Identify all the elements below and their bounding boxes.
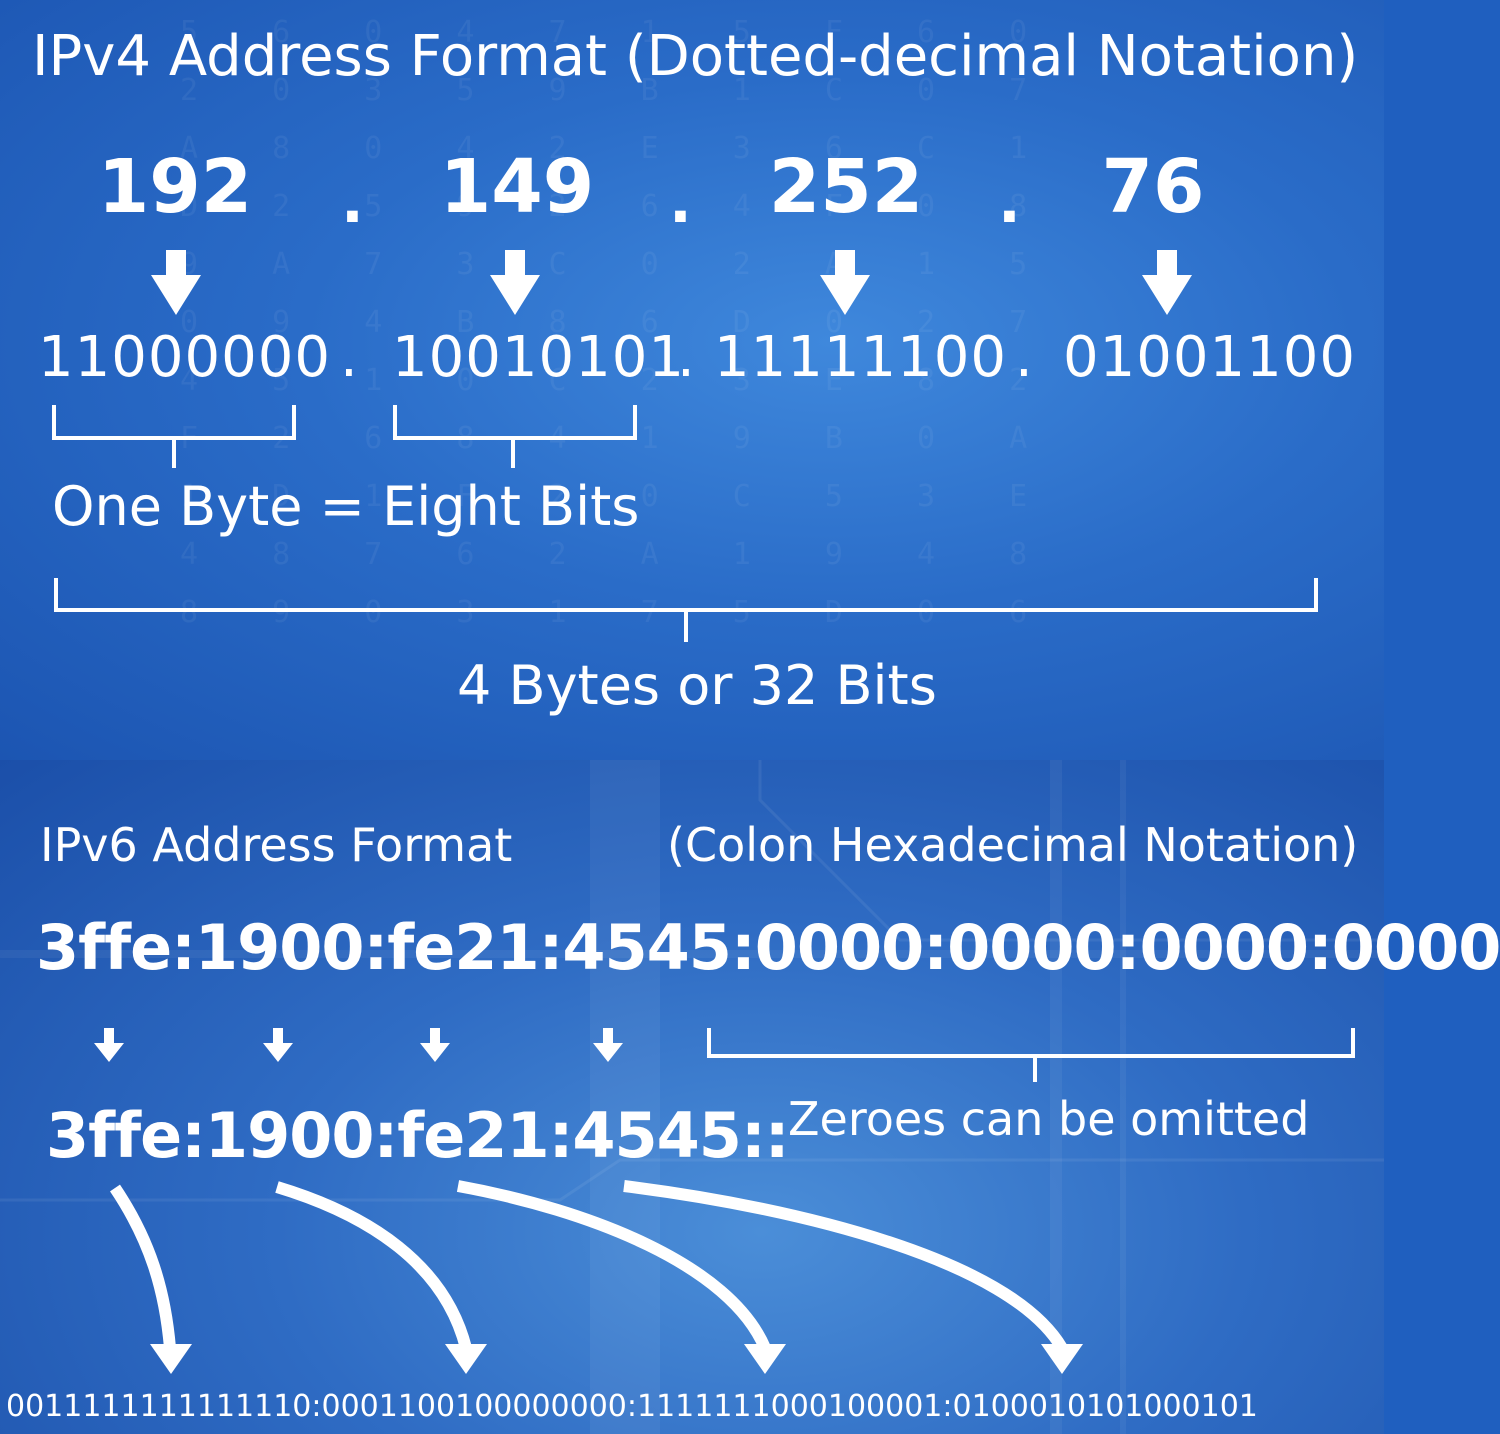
octet-4: 76 bbox=[1101, 144, 1205, 230]
octet-3: 252 bbox=[768, 144, 924, 230]
ipv6-full-address: 3ffe:1900:fe21:4545:0000:0000:0000:0000 bbox=[36, 911, 1500, 984]
ipv6-panel: IPv6 Address Format (Colon Hexadecimal N… bbox=[0, 760, 1500, 1434]
small-down-arrow-icon bbox=[94, 1028, 124, 1062]
down-arrow-icon bbox=[490, 250, 540, 315]
ipv4-title: IPv4 Address Format (Dotted-decimal Nota… bbox=[32, 24, 1359, 89]
octet-dot-3: . bbox=[998, 167, 1021, 237]
ipv6-arrows-brackets bbox=[94, 1028, 1355, 1374]
ipv4-arrows-brackets bbox=[52, 250, 1318, 642]
byte-bracket-2 bbox=[393, 405, 637, 468]
circuit-decoration bbox=[0, 760, 1384, 1434]
small-down-arrow-icon bbox=[263, 1028, 293, 1062]
total-bracket bbox=[54, 578, 1318, 642]
down-arrow-icon bbox=[820, 250, 870, 315]
ipv4-panel: 5 6 0 4 7 1 5 F 6 0 2 0 3 5 9 B 1 C 0 7 … bbox=[0, 0, 1384, 760]
byte-bracket-1 bbox=[52, 405, 296, 468]
octet-dot-2: . bbox=[669, 167, 692, 237]
curved-arrow-icon bbox=[275, 1181, 487, 1374]
octet-1: 192 bbox=[97, 144, 253, 230]
binary-octet-3: 11111100 bbox=[714, 325, 1008, 390]
octet-dot-1: . bbox=[341, 167, 364, 237]
binary-octet-4: 01001100 bbox=[1063, 325, 1357, 390]
binary-dot-1: . bbox=[340, 325, 359, 390]
octet-2: 149 bbox=[439, 144, 595, 230]
total-bits-label: 4 Bytes or 32 Bits bbox=[457, 654, 937, 717]
curved-arrow-icon bbox=[110, 1184, 192, 1374]
byte-label: One Byte = Eight Bits bbox=[52, 475, 640, 538]
ipv6-notation: (Colon Hexadecimal Notation) bbox=[667, 818, 1359, 872]
down-arrow-icon bbox=[1142, 250, 1192, 315]
curved-arrow-icon bbox=[456, 1180, 786, 1374]
zeroes-bracket bbox=[707, 1028, 1355, 1082]
small-down-arrow-icon bbox=[593, 1028, 623, 1062]
small-down-arrow-icon bbox=[420, 1028, 450, 1062]
down-arrow-icon bbox=[151, 250, 201, 315]
binary-dot-2: . bbox=[677, 325, 696, 390]
binary-octet-1: 11000000 bbox=[38, 325, 332, 390]
zeroes-omit-label: Zeroes can be omitted bbox=[788, 1092, 1310, 1146]
ipv6-title: IPv6 Address Format bbox=[40, 818, 513, 872]
binary-dot-3: . bbox=[1015, 325, 1034, 390]
curved-arrow-icon bbox=[623, 1180, 1083, 1374]
ipv6-binary-address: 0011111111111110:0001100100000000:111111… bbox=[6, 1389, 1258, 1424]
binary-octet-2: 10010101 bbox=[392, 325, 686, 390]
ipv6-short-address: 3ffe:1900:fe21:4545:: bbox=[46, 1099, 790, 1172]
